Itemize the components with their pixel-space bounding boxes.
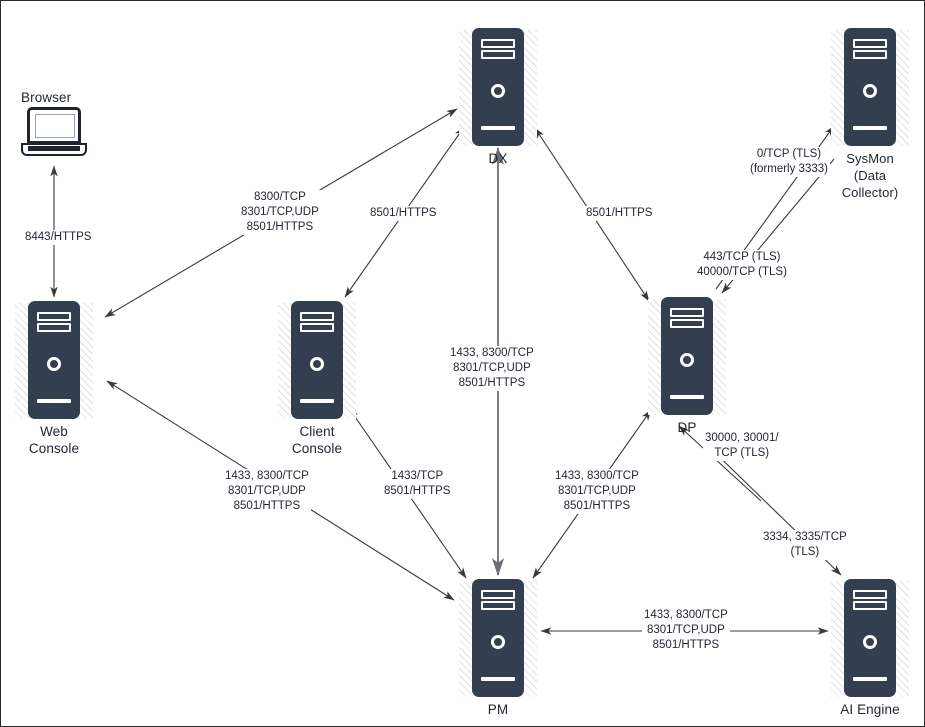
node-label-browser: Browser — [21, 90, 72, 105]
node-label-dp: DP — [677, 420, 697, 435]
node-client-console[interactable]: Client Console — [278, 301, 356, 457]
edge-label-web_console-dx: 8300/TCP 8301/TCP,UDP 8501/HTTPS — [239, 190, 321, 235]
node-label-sysmon: SysMon (Data Collector) — [841, 151, 899, 200]
edge-label-dx-dp: 8501/HTTPS — [584, 206, 655, 221]
node-label-dx: DX — [488, 151, 508, 166]
edge-label-sysmon-dp: 443/TCP (TLS) 40000/TCP (TLS) — [695, 250, 789, 280]
server-icon — [648, 297, 726, 415]
edge-label-dp-sysmon: 0/TCP (TLS) (formerly 3333) — [748, 147, 830, 177]
node-web-console[interactable]: Web Console — [15, 301, 93, 457]
edge-label-client_console-pm: 1433/TCP 8501/HTTPS — [382, 469, 453, 499]
node-label-ai-engine: AI Engine — [840, 702, 900, 717]
server-icon — [278, 301, 356, 419]
edge-label-dx-pm: 1433, 8300/TCP 8301/TCP,UDP 8501/HTTPS — [448, 346, 536, 391]
node-label-pm: PM — [487, 702, 509, 717]
node-sysmon[interactable]: SysMon (Data Collector) — [831, 28, 909, 201]
edge-label-dp-pm: 1433, 8300/TCP 8301/TCP,UDP 8501/HTTPS — [553, 469, 641, 514]
node-dp[interactable]: DP — [648, 297, 726, 436]
server-icon — [15, 301, 93, 419]
node-pm[interactable]: PM — [459, 579, 537, 718]
edge-label-ai_engine-dp: 30000, 30001/ TCP (TLS) — [703, 431, 781, 461]
edge-label-dp-ai_engine: 3334, 3335/TCP (TLS) — [761, 530, 849, 560]
node-ai-engine[interactable]: AI Engine — [831, 579, 909, 718]
node-dx[interactable]: DX — [459, 28, 537, 167]
server-icon — [831, 28, 909, 146]
edge-label-pm-ai_engine: 1433, 8300/TCP 8301/TCP,UDP 8501/HTTPS — [642, 608, 730, 653]
edge-label-browser-web_console: 8443/HTTPS — [23, 230, 94, 245]
server-icon — [459, 28, 537, 146]
node-label-client-console: Client Console — [291, 424, 343, 456]
edge-label-client_console-dx: 8501/HTTPS — [368, 206, 439, 221]
laptop-icon — [21, 107, 87, 157]
server-icon — [459, 579, 537, 697]
server-icon — [831, 579, 909, 697]
edge-label-web_console-pm: 1433, 8300/TCP 8301/TCP,UDP 8501/HTTPS — [223, 469, 311, 514]
node-browser[interactable] — [21, 107, 87, 157]
node-label-web-console: Web Console — [28, 424, 80, 456]
